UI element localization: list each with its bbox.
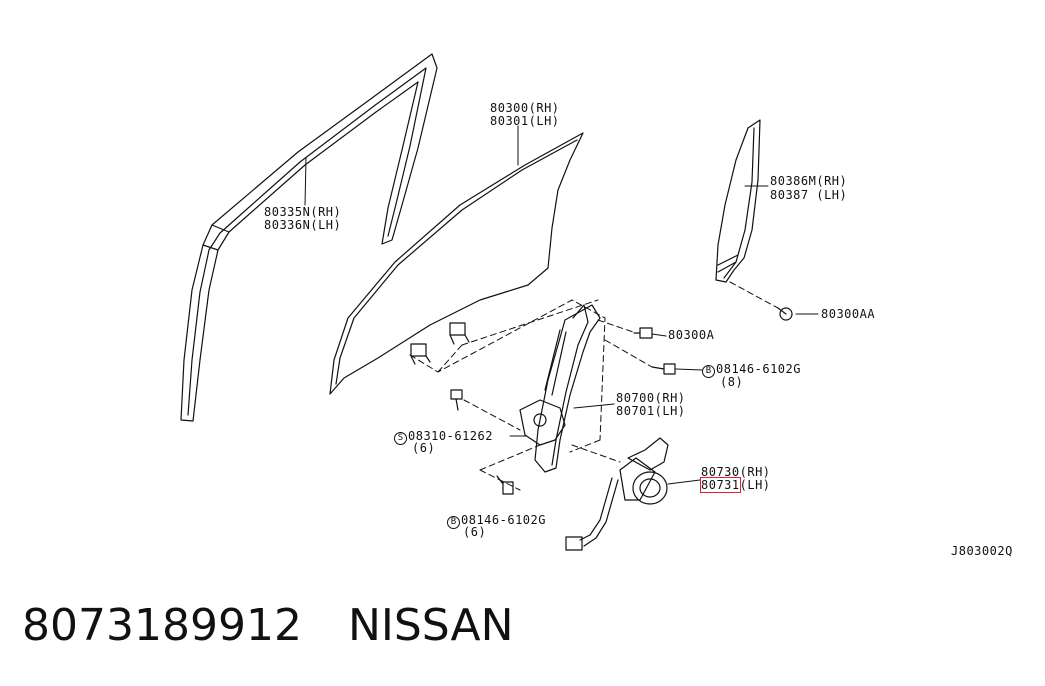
label-motor-lh: 80731(LH) [700, 477, 771, 493]
part-number: 8073189912 [22, 600, 302, 651]
diagram-code: J803002Q [951, 544, 1013, 558]
label-regulator-rh: 80700(RH) [616, 391, 686, 405]
s-symbol-icon: S [394, 432, 407, 445]
label-80300aa: 80300AA [821, 307, 876, 321]
label-motor-rh: 80730(RH) [701, 465, 771, 479]
brand-name: NISSAN [347, 600, 514, 651]
label-rear-sash-lh: 80387 (LH) [770, 188, 848, 202]
bolt-08146-upper-icon [652, 364, 675, 374]
rear-sash [716, 120, 760, 282]
label-glass-channel-rh: 80335N(RH) [264, 205, 342, 219]
window-motor [566, 438, 668, 550]
door-glass [330, 133, 583, 394]
screw-08310-icon [451, 390, 462, 410]
label-screw-qty: (6) [412, 441, 436, 455]
assembly-guides [410, 282, 778, 490]
label-door-glass-lh: 80301(LH) [490, 114, 560, 128]
leader-lines [305, 126, 818, 484]
motor-lh-side: (LH) [739, 478, 771, 492]
label-bolt-lower-qty: (6) [463, 525, 487, 539]
bolt-80300a-icon [634, 328, 652, 338]
glass-run-channel [181, 54, 437, 421]
label-rear-sash-rh: 80386M(RH) [770, 174, 848, 188]
glass-brackets [411, 323, 469, 364]
part-caption: 8073189912 NISSAN [22, 600, 514, 651]
b-symbol-icon: B [447, 516, 460, 529]
label-door-glass-rh: 80300(RH) [490, 101, 560, 115]
bolt-upper-part: 08146-6102G [716, 362, 801, 376]
label-80300a: 80300A [668, 328, 715, 342]
screw-part: 08310-61262 [408, 429, 493, 443]
b-symbol-icon: B [702, 365, 715, 378]
bolt-80300aa-icon [778, 308, 792, 320]
fasteners [451, 308, 792, 494]
window-regulator [520, 305, 600, 472]
label-regulator-lh: 80701(LH) [616, 404, 686, 418]
bolt-lower-part: 08146-6102G [461, 513, 546, 527]
label-bolt-upper-qty: (8) [720, 375, 744, 389]
label-glass-channel-lh: 80336N(LH) [264, 218, 342, 232]
highlighted-part-number: 80731 [700, 477, 741, 493]
